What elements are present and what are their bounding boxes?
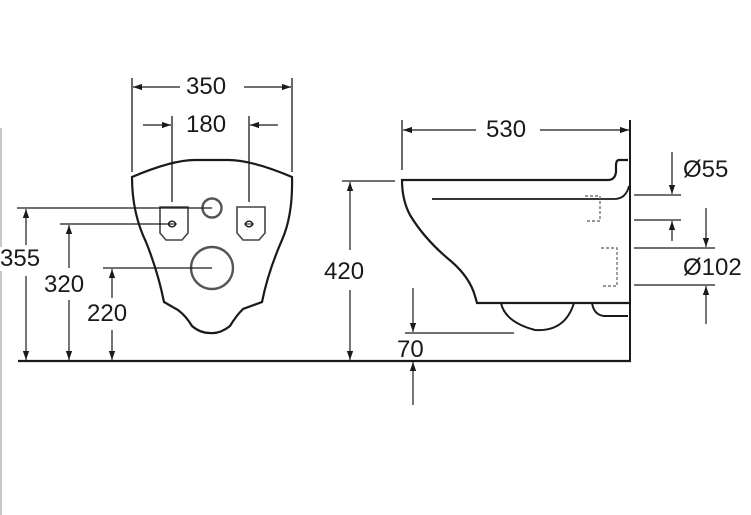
fixing-tab-right: [236, 206, 266, 241]
label-fixing-centres: 180: [186, 111, 227, 138]
fixing-tab-left: [159, 206, 189, 241]
trap-curve: [500, 302, 575, 332]
bowl-outline: [400, 158, 630, 305]
label-overall-width: 350: [186, 73, 227, 100]
label-bottom-clearance: 70: [397, 336, 424, 363]
label-outlet-height: 220: [87, 300, 128, 327]
label-fixing-height-top: 355: [0, 245, 41, 272]
rear-foot: [591, 302, 628, 317]
rim-inner-line: [432, 185, 630, 200]
label-fixing-height: 320: [44, 271, 85, 298]
label-outlet-diameter: Ø102: [683, 254, 742, 281]
outlet-hidden-outline: [601, 247, 618, 287]
label-inlet-diameter: Ø55: [683, 156, 729, 183]
page-left-border: [0, 128, 2, 515]
side-view: [342, 120, 715, 405]
rear-plate-outline: [130, 158, 294, 335]
rear-view: [17, 78, 294, 360]
label-rim-height: 420: [324, 258, 365, 285]
inlet-hidden-outline: [585, 195, 601, 222]
label-depth: 530: [486, 116, 527, 143]
